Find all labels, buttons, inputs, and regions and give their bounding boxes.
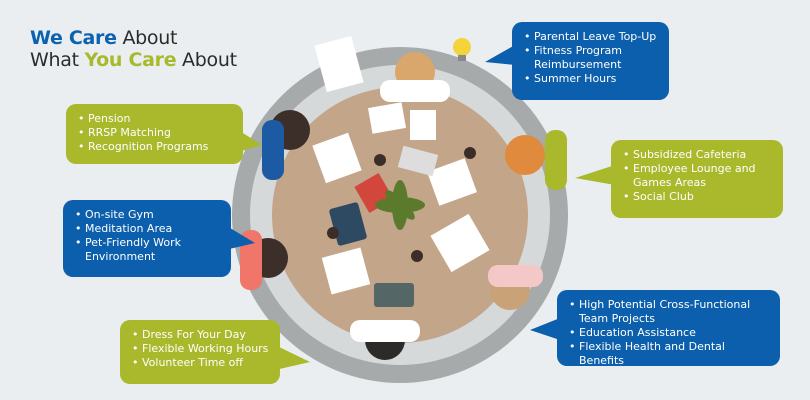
- bubble-tail: [485, 45, 515, 65]
- list-item: Fitness Program Reimbursement: [524, 44, 659, 72]
- benefit-bubble-left-upper: Pension RRSP Matching Recognition Progra…: [66, 104, 243, 164]
- bubble-tail: [238, 130, 262, 152]
- benefit-bubble-left-middle: On-site Gym Meditation Area Pet-Friendly…: [63, 200, 231, 277]
- list-item: Dress For Your Day: [132, 328, 270, 342]
- title-text: What: [30, 49, 85, 71]
- list-item: Subsidized Cafeteria: [623, 148, 773, 162]
- list-item: Recognition Programs: [78, 140, 233, 154]
- list-item: Meditation Area: [75, 222, 221, 236]
- laptop-icon: [374, 283, 414, 307]
- title-highlight: We Care: [30, 27, 117, 49]
- plant-icon: [375, 180, 425, 230]
- list-item: Parental Leave Top-Up: [524, 30, 659, 44]
- page-title: We Care About What You Care About: [30, 27, 237, 71]
- coffee-cup-icons: [327, 147, 476, 262]
- list-item: On-site Gym: [75, 208, 221, 222]
- lightbulb-icon: [453, 38, 471, 61]
- bubble-tail: [530, 318, 560, 340]
- benefit-bubble-bottom-right: High Potential Cross-Functional Team Pro…: [557, 290, 780, 368]
- benefit-bubble-right-middle: Subsidized Cafeteria Employee Lounge and…: [611, 140, 783, 218]
- list-item: Social Club: [623, 190, 773, 204]
- benefit-bubble-bottom-left: Dress For Your Day Flexible Working Hour…: [120, 320, 280, 384]
- papers-icon: [312, 35, 490, 295]
- list-item: High Potential Cross-Functional Team Pro…: [569, 298, 770, 326]
- list-item: Education Assistance: [569, 326, 770, 340]
- list-item: Flexible Health and Dental Benefits: [569, 340, 770, 368]
- title-highlight: You Care: [84, 49, 177, 71]
- list-item: Flexible Working Hours: [132, 342, 270, 356]
- list-item: Pension: [78, 112, 233, 126]
- list-item: Volunteer Time off: [132, 356, 270, 370]
- benefit-bubble-top-right: Parental Leave Top-Up Fitness Program Re…: [512, 22, 669, 100]
- bubble-tail: [575, 165, 615, 185]
- bubble-tail: [275, 345, 310, 370]
- list-item: Pet-Friendly Work Environment: [75, 236, 221, 264]
- title-text: About: [176, 49, 237, 71]
- list-item: Employee Lounge and Games Areas: [623, 162, 773, 190]
- bubble-tail: [225, 225, 255, 250]
- title-text: About: [116, 27, 178, 49]
- list-item: RRSP Matching: [78, 126, 233, 140]
- list-item: Summer Hours: [524, 72, 659, 86]
